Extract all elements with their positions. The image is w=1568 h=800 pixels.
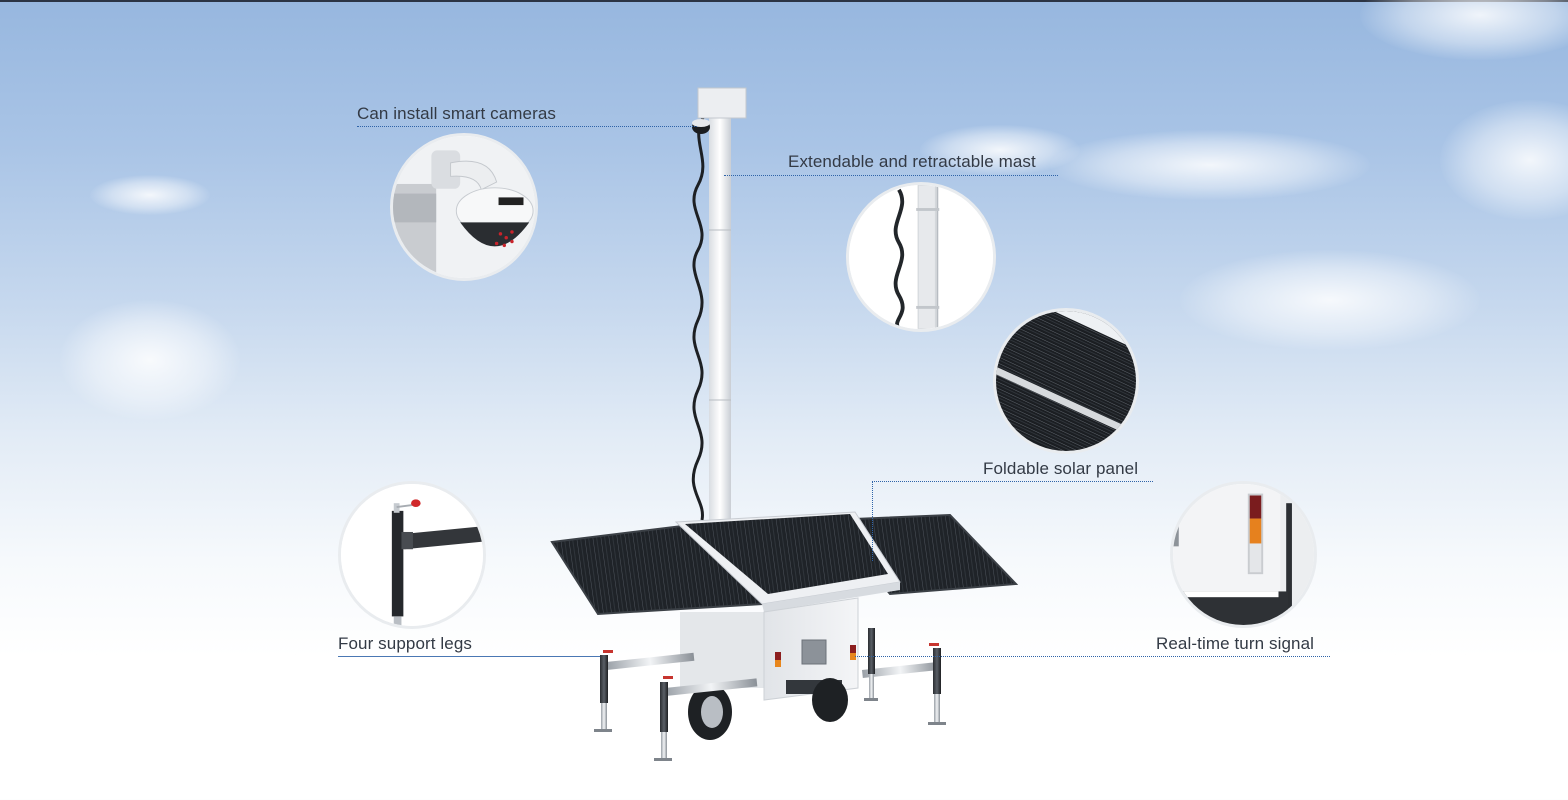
solar-cells-icon [996, 311, 1136, 451]
cloud [1050, 130, 1370, 200]
callout-label-solar: Foldable solar panel [983, 459, 1139, 478]
cloud [1180, 250, 1480, 350]
callout-label-legs: Four support legs [338, 634, 472, 653]
detail-circle-legs [338, 481, 486, 629]
callout-leader-signal [855, 656, 1330, 657]
callout-label-mast: Extendable and retractable mast [788, 152, 1036, 171]
callout-leader-camera [357, 126, 697, 127]
turn-signal-light-icon [1173, 484, 1314, 625]
cloud [60, 300, 240, 420]
cloud [1440, 100, 1568, 220]
callout-leader-mast [724, 175, 1058, 176]
detail-circle-mast [846, 182, 996, 332]
detail-circle-signal [1170, 481, 1317, 628]
callout-leader-solar-vertical [872, 481, 873, 561]
callout-leader-solar [872, 481, 1153, 482]
support-leg-icon [341, 484, 483, 626]
detail-circle-camera [390, 133, 538, 281]
cloud [920, 125, 1080, 175]
cloud [1360, 0, 1568, 60]
mast-cable-icon [849, 185, 993, 329]
dome-camera-icon [393, 136, 535, 278]
solar-trailer-illustration [540, 80, 1040, 770]
detail-circle-solar [993, 308, 1139, 454]
cloud [90, 175, 210, 215]
callout-label-camera: Can install smart cameras [357, 104, 557, 123]
callout-leader-legs [338, 656, 600, 657]
callout-label-signal: Real-time turn signal [1156, 634, 1314, 653]
top-border [0, 0, 1568, 2]
